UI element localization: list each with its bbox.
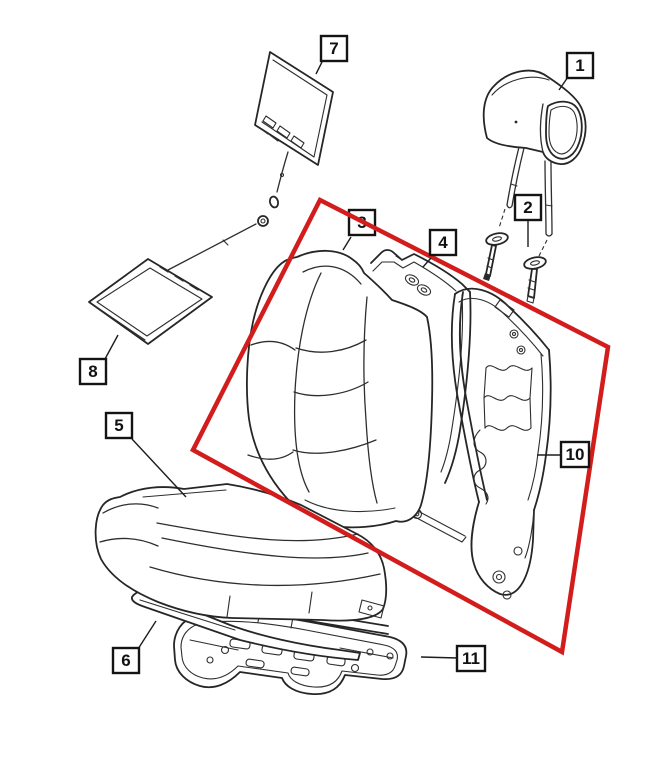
closeout-panel-art — [254, 51, 334, 209]
callout-box-11[interactable]: 11 — [455, 644, 487, 673]
callout-box-2[interactable]: 2 — [513, 193, 543, 222]
callout-label-8: 8 — [88, 362, 97, 381]
callout-box-8[interactable]: 8 — [78, 357, 108, 386]
guide-pins-art — [483, 208, 548, 304]
callout-label-6: 6 — [121, 651, 130, 670]
selected-part-highlight — [190, 196, 611, 656]
callout-box-6[interactable]: 6 — [111, 646, 141, 675]
callout-box-4[interactable]: 4 — [428, 228, 458, 257]
callout-box-10[interactable]: 10 — [559, 440, 591, 469]
headrest-art — [482, 69, 587, 237]
callout-label-7: 7 — [329, 39, 338, 58]
callout-label-4: 4 — [438, 233, 448, 252]
callout-box-5[interactable]: 5 — [104, 411, 134, 440]
callout-label-10: 10 — [566, 445, 585, 464]
callout-leaders-top — [420, 257, 562, 659]
callout-box-1[interactable]: 1 — [565, 51, 595, 80]
callout-box-7[interactable]: 7 — [319, 34, 349, 63]
heater-element-art — [88, 215, 269, 345]
seat-back-frame-art — [411, 287, 552, 600]
callout-label-11: 11 — [462, 649, 480, 668]
callout-label-2: 2 — [523, 198, 532, 217]
seat-back-cushion-art — [246, 249, 434, 529]
callout-label-5: 5 — [114, 416, 123, 435]
callout-label-1: 1 — [575, 56, 584, 75]
